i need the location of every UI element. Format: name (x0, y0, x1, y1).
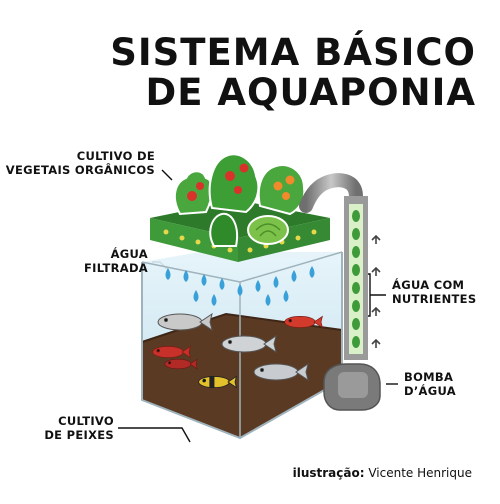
label-fish: CULTIVO DE PEIXES (44, 414, 114, 442)
arrow-up-icon (371, 266, 381, 276)
water-drop-icon (211, 294, 217, 306)
plant-icon (209, 212, 238, 247)
label-nutrient-water-line-1: ÁGUA COM (392, 278, 465, 292)
arrow-up-icon (371, 234, 381, 244)
tank-gravel (142, 314, 342, 438)
water-drop-icon (273, 276, 279, 288)
label-vegetables: CULTIVO DE VEGETAIS ORGÂNICOS (6, 149, 155, 177)
credit-prefix: ilustração: (292, 466, 365, 480)
label-vegetables-line-2: VEGETAIS ORGÂNICOS (5, 163, 155, 177)
tomato-icon (225, 171, 235, 181)
water-drop-icon (265, 294, 271, 306)
fish-group (152, 313, 323, 389)
label-pump-line-1: BOMBA (404, 370, 454, 384)
label-fish-line-2: DE PEIXES (44, 428, 114, 442)
water-drop-icon (237, 284, 243, 296)
water-drop-icon (309, 266, 315, 278)
tomato-icon (196, 182, 204, 190)
label-filtered-water-line-1: ÁGUA (110, 247, 148, 261)
plant-icon (257, 164, 306, 216)
arrow-up-icon (371, 306, 381, 316)
tomato-icon (234, 186, 242, 194)
fish-icon (284, 316, 323, 328)
tomato-icon (273, 181, 283, 191)
water-drop-icon (283, 290, 289, 302)
fish-icon (164, 358, 198, 370)
water-drop-icon (183, 270, 189, 282)
label-nutrient-water-line-2: NUTRIENTES (392, 292, 477, 306)
title-line-1: SISTEMA BÁSICO (110, 31, 476, 74)
tomato-icon (239, 163, 249, 173)
water-drop-icon (193, 290, 199, 302)
fish-icon (221, 335, 277, 353)
title-line-2: DE AQUAPONIA (145, 71, 476, 114)
plant-icon (173, 170, 213, 216)
pump-pipe (299, 173, 381, 411)
arrow-up-icon (371, 338, 381, 348)
water-drops (165, 266, 315, 306)
label-filtered-water-line-2: FILTRADA (83, 261, 148, 275)
water-drop-icon (219, 278, 225, 290)
tomato-icon (187, 191, 197, 201)
lettuce-icon (247, 215, 289, 245)
water-drop-icon (201, 274, 207, 286)
fish-icon (157, 313, 213, 331)
credit: ilustração: Vicente Henrique (293, 466, 472, 480)
flow-arrows (371, 234, 381, 348)
plants (173, 153, 306, 247)
label-fish-line-1: CULTIVO (58, 414, 114, 428)
label-filtered-water: ÁGUA FILTRADA (84, 247, 148, 275)
label-nutrient-water: ÁGUA COM NUTRIENTES (392, 278, 476, 306)
tomato-icon (285, 175, 295, 185)
leader-fish (118, 427, 191, 443)
label-pump: BOMBA D’ÁGUA (404, 370, 456, 398)
tomato-icon (282, 192, 290, 200)
label-vegetables-line-1: CULTIVO DE (76, 149, 155, 163)
water-drop-icon (165, 268, 171, 280)
plant-icon (208, 153, 260, 214)
credit-author: Vicente Henrique (368, 466, 472, 480)
fish-icon (198, 375, 237, 389)
fish-icon (253, 363, 309, 381)
leader-vegetables (161, 169, 173, 181)
label-pump-line-2: D’ÁGUA (404, 384, 456, 398)
water-drop-icon (291, 270, 297, 282)
pump-icon (323, 363, 381, 411)
water-drop-icon (255, 280, 261, 292)
fish-icon (152, 346, 191, 358)
